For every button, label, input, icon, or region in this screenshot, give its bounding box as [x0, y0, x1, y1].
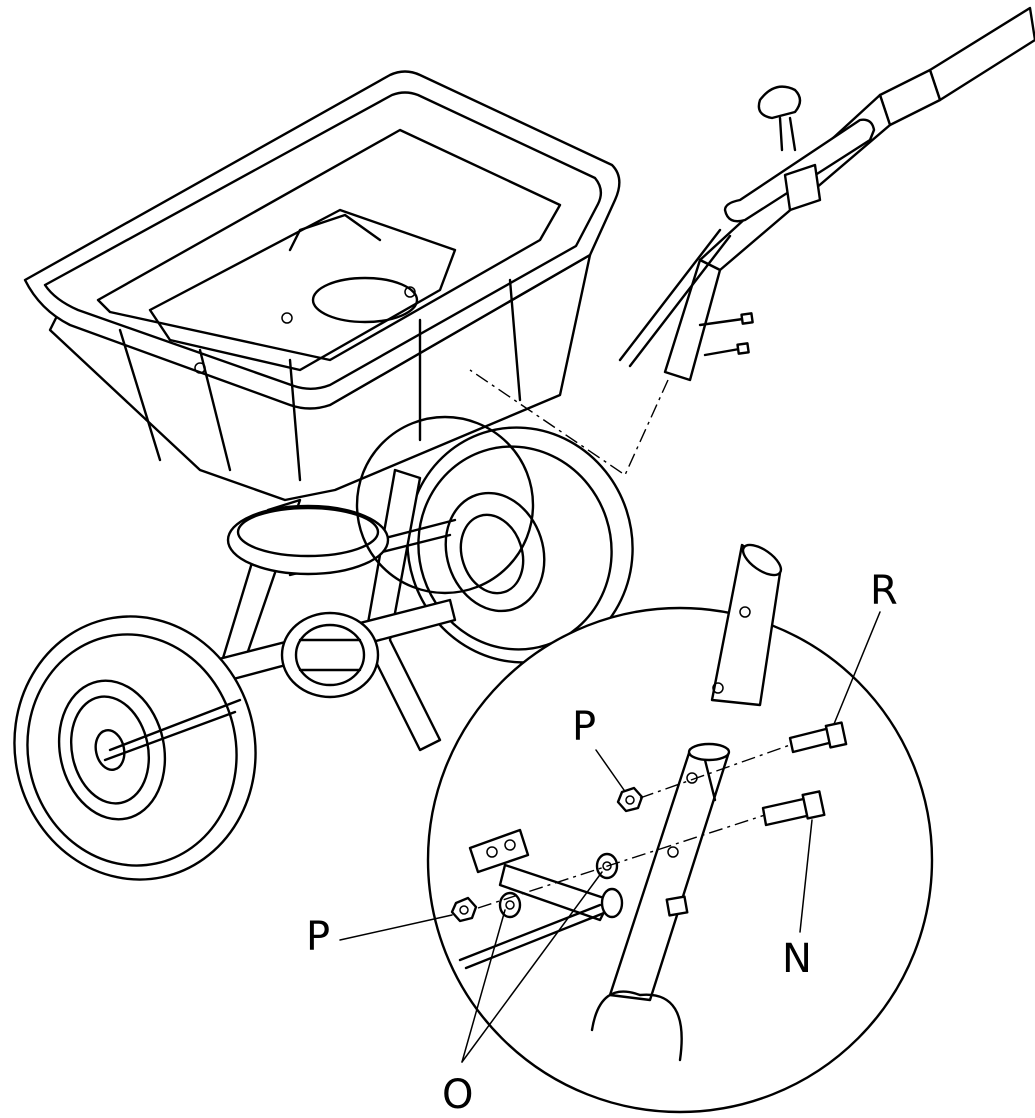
- gearbox: [226, 504, 390, 699]
- rear-wheel: [406, 426, 634, 664]
- detail-source-circle: [355, 415, 535, 595]
- lower-tube: [590, 742, 731, 1062]
- hopper: [23, 70, 621, 502]
- label-N: N: [782, 936, 812, 982]
- spreader-drawing: [13, 6, 1035, 881]
- leader-O-2: [461, 871, 603, 1063]
- alignment-line: [469, 369, 669, 477]
- leader-O-1: [461, 909, 506, 1063]
- label-O: O: [442, 1072, 473, 1118]
- callouts: R P P N O: [306, 568, 898, 1118]
- detail-view: [426, 543, 934, 1114]
- leader-P-top: [595, 749, 625, 791]
- label-P-left: P: [306, 914, 330, 960]
- nut-P-top: [616, 786, 644, 813]
- leader-P-left: [339, 914, 453, 941]
- front-wheel: [13, 615, 257, 881]
- leader-N: [799, 819, 813, 933]
- bolt-R: [788, 721, 848, 754]
- handle: [618, 6, 1035, 382]
- label-P-top: P: [572, 704, 596, 750]
- leader-R: [833, 611, 881, 725]
- bolt-axis-N: [477, 814, 766, 909]
- handle-bolts: [698, 312, 754, 357]
- upper-tube: [710, 543, 783, 707]
- bolt-N: [761, 790, 826, 827]
- linkage: [450, 828, 624, 970]
- label-R: R: [870, 568, 898, 614]
